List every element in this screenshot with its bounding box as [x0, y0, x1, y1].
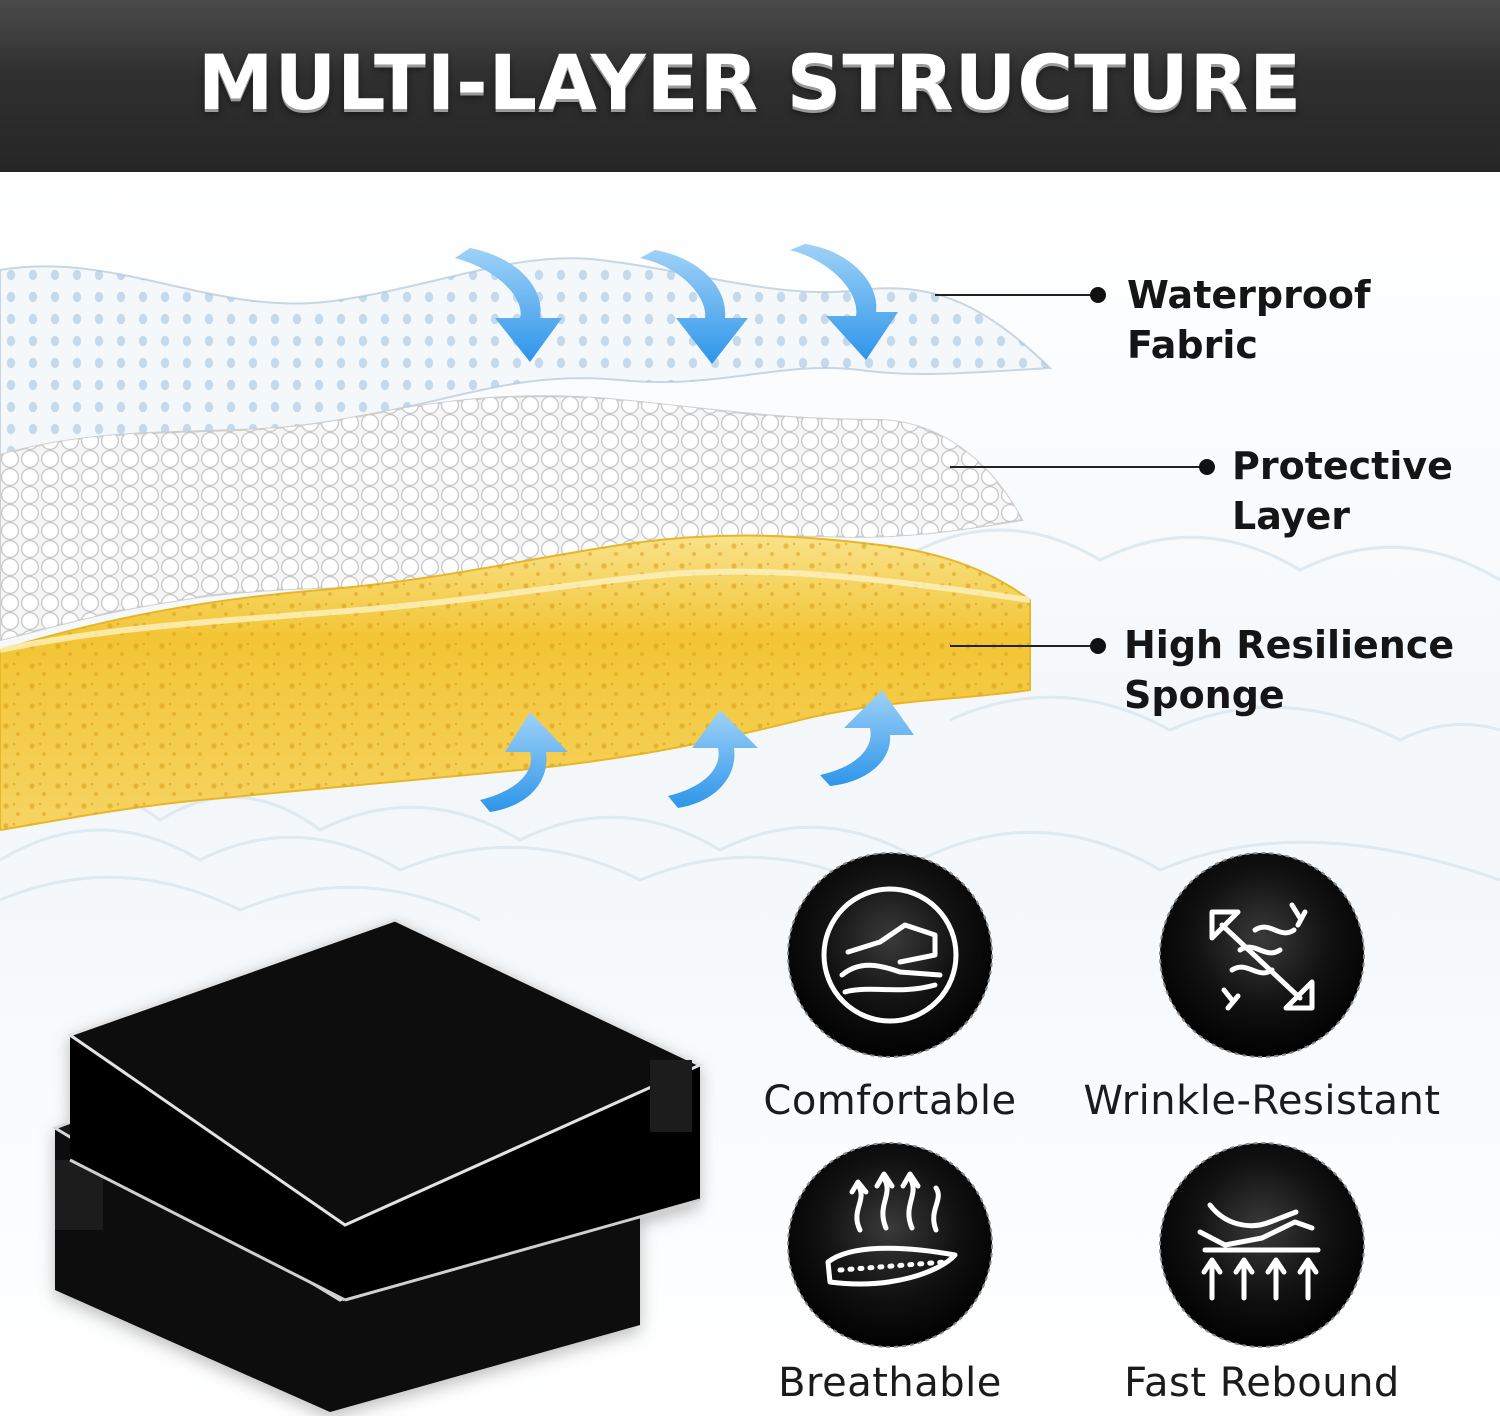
feature-wrinkle-resistant-label: Wrinkle-Resistant: [1083, 1078, 1441, 1124]
high-resilience-sponge-layer: [0, 534, 1031, 832]
label-line-2: Sponge: [1124, 673, 1285, 717]
feature-fast-rebound-badge: [1159, 1142, 1365, 1348]
down-arrow-icon: [790, 244, 898, 360]
high-resilience-sponge-label: High Resilience Sponge: [1124, 620, 1454, 720]
feature-breathable-badge: [787, 1142, 993, 1348]
wrinkle-resistant-icon: [1209, 902, 1315, 1011]
fast-rebound-icon: [1197, 1202, 1321, 1301]
header-banner: MULTI-LAYER STRUCTURE: [0, 0, 1500, 172]
label-line-1: High Resilience: [1124, 623, 1455, 667]
feature-comfortable-badge: [787, 852, 993, 1058]
feature-wrinkle-resistant-badge: [1159, 852, 1365, 1058]
leader-lines: [935, 287, 1215, 654]
protective-layer-label: Protective Layer: [1232, 441, 1453, 541]
top-cushion: [66, 918, 704, 1302]
feature-breathable-label: Breathable: [778, 1360, 1002, 1406]
waterproof-fabric-label: Waterproof Fabric: [1127, 270, 1371, 370]
protective-bead-layer: [0, 395, 1024, 642]
label-line-1: Protective: [1232, 444, 1453, 488]
bullet-dot: [1090, 287, 1106, 303]
feature-fast-rebound-label: Fast Rebound: [1124, 1360, 1400, 1406]
cushion-stack: [51, 918, 704, 1412]
label-line-2: Fabric: [1127, 323, 1258, 367]
up-arrow-icon: [820, 690, 914, 786]
cloud-background: [0, 528, 1500, 922]
airflow-down-arrows: [455, 244, 898, 364]
bullet-dot: [1090, 638, 1106, 654]
up-arrow-icon: [668, 710, 758, 808]
down-arrow-icon: [640, 250, 748, 364]
bullet-dot: [1199, 459, 1215, 475]
page-title: MULTI-LAYER STRUCTURE: [197, 38, 1303, 127]
up-arrow-icon: [480, 712, 568, 812]
label-line-1: Waterproof: [1127, 273, 1371, 317]
label-line-2: Layer: [1232, 494, 1350, 538]
feature-comfortable-label: Comfortable: [763, 1078, 1017, 1124]
breathable-icon: [825, 1171, 958, 1287]
hand-on-cushion-icon: [821, 886, 959, 1024]
airflow-up-arrows: [480, 690, 914, 812]
cushion-strap: [650, 1060, 692, 1132]
down-arrow-icon: [455, 248, 562, 362]
